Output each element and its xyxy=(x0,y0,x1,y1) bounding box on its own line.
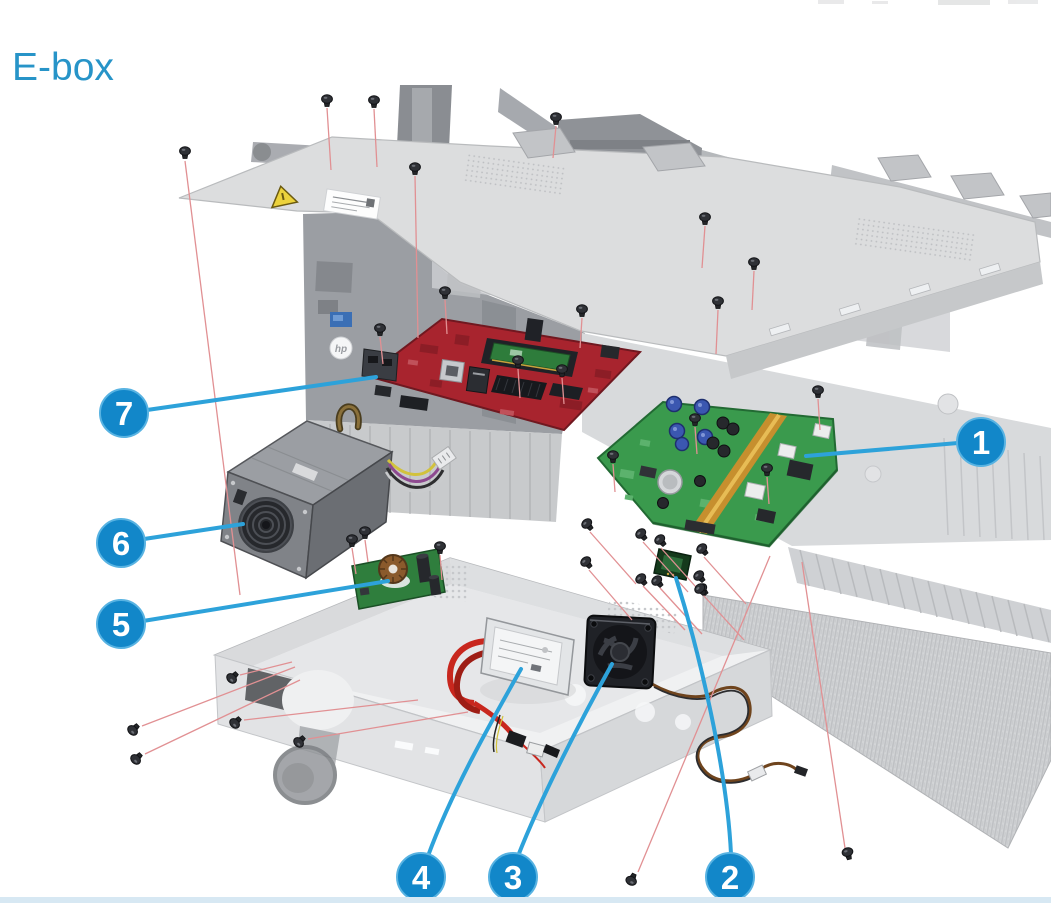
screw-icon xyxy=(128,749,146,767)
ribbed-beam xyxy=(788,547,1051,643)
screw-icon xyxy=(579,516,597,534)
screw-icon xyxy=(125,720,143,738)
screw-guide-line xyxy=(715,309,719,355)
screw-icon xyxy=(649,573,667,591)
interconnect-board xyxy=(596,395,839,548)
io-ports xyxy=(361,348,399,382)
callout-4: 4 xyxy=(396,852,446,902)
callout-5: 5 xyxy=(96,599,146,649)
callout-7-number: 7 xyxy=(115,395,133,432)
callout-5-number: 5 xyxy=(112,606,130,643)
screw-guide-line xyxy=(184,160,241,596)
screw-guide-line xyxy=(141,666,296,727)
screw-guide-line xyxy=(801,561,846,849)
callout-4-number: 4 xyxy=(412,859,431,896)
plate-fold-edge xyxy=(726,262,1043,379)
screw-guide-line xyxy=(351,547,357,575)
callout-6: 6 xyxy=(96,518,146,568)
screw-guide-line xyxy=(561,377,565,405)
toroid-pca-board xyxy=(351,548,446,610)
psu-switch xyxy=(232,488,248,506)
callout-2: 2 xyxy=(705,852,755,902)
screw-guide-line xyxy=(444,299,448,335)
screw-guide-line xyxy=(364,539,369,563)
callout-1-leader xyxy=(804,441,960,458)
screw-guide-line xyxy=(588,569,633,621)
caster-wheel xyxy=(273,726,340,805)
screw-guide-lines xyxy=(141,107,846,873)
main-pca-board xyxy=(361,317,643,432)
plate-label xyxy=(323,188,381,220)
screw-guide-line xyxy=(701,225,706,269)
callout-3: 3 xyxy=(488,852,538,902)
screw-guide-line xyxy=(243,699,419,721)
screw-icon xyxy=(179,146,191,159)
cover-plate xyxy=(178,127,1051,379)
warning-label-icon xyxy=(270,184,299,209)
psu-cables xyxy=(384,445,457,493)
plate-hinge-brackets xyxy=(512,127,1051,219)
power-supply xyxy=(220,403,457,580)
screw-guide-line xyxy=(659,587,703,635)
screw-guide-line xyxy=(579,317,583,349)
screw-guide-line xyxy=(589,531,637,585)
screw-guide-line xyxy=(373,108,378,168)
electrolytic-capacitors xyxy=(657,395,740,509)
page-title: E-box xyxy=(12,46,114,90)
callout-2-number: 2 xyxy=(721,859,739,896)
callout-3-number: 3 xyxy=(504,859,522,896)
sata-cables xyxy=(446,638,546,769)
bottom-rule xyxy=(0,897,1051,903)
screw-guide-line xyxy=(379,336,384,365)
screw-icon xyxy=(578,554,596,572)
screw-icon xyxy=(652,532,670,550)
screw-guide-line xyxy=(439,554,443,581)
screw-guide-line xyxy=(694,426,698,455)
screw-guide-line xyxy=(326,107,332,171)
screw-icon xyxy=(321,94,333,107)
usb-port xyxy=(465,366,491,394)
screw-guide-line xyxy=(642,585,686,631)
callout-5-leader xyxy=(141,579,390,623)
screw-guide-line xyxy=(766,476,770,505)
toroid-inductor xyxy=(378,554,408,584)
screw-icon xyxy=(633,526,651,544)
screw-guide-line xyxy=(642,541,689,593)
screw-guide-line xyxy=(517,368,521,399)
callout-7: 7 xyxy=(99,388,149,438)
hp-logo xyxy=(329,336,353,360)
screw-guide-line xyxy=(307,711,469,740)
fan-cable xyxy=(651,682,809,784)
callout-1: 1 xyxy=(956,417,1006,467)
callout-leader-lines xyxy=(141,375,960,858)
callout-7-leader xyxy=(145,375,378,412)
callout-1-number: 1 xyxy=(972,424,990,461)
callout-2-leader xyxy=(674,576,733,856)
screw-guide-line xyxy=(612,463,616,493)
screw-icon xyxy=(840,846,856,862)
screw-guide-line xyxy=(414,175,419,339)
callout-4-leader xyxy=(426,667,523,858)
callout-6-number: 6 xyxy=(112,525,130,562)
screw-guide-line xyxy=(239,661,293,676)
hp-logo-text: hp xyxy=(335,344,347,355)
screw-icon xyxy=(691,568,709,586)
callout-6-leader xyxy=(142,522,245,541)
psu-fan-grille xyxy=(238,497,294,553)
screw-guide-line xyxy=(703,556,747,605)
screw-guide-line xyxy=(751,270,755,311)
screw-icon xyxy=(694,541,712,559)
callout-3-leader xyxy=(516,662,614,858)
screw-icon xyxy=(368,95,380,108)
screw-guide-line xyxy=(817,398,821,431)
board-connectors xyxy=(639,422,832,535)
ethernet-port xyxy=(439,359,465,383)
screw-guide-line xyxy=(637,555,771,873)
screw-icon xyxy=(623,871,640,888)
screw-guide-line xyxy=(144,679,301,755)
screw-icon xyxy=(633,571,651,589)
screw-guide-line xyxy=(552,125,557,159)
